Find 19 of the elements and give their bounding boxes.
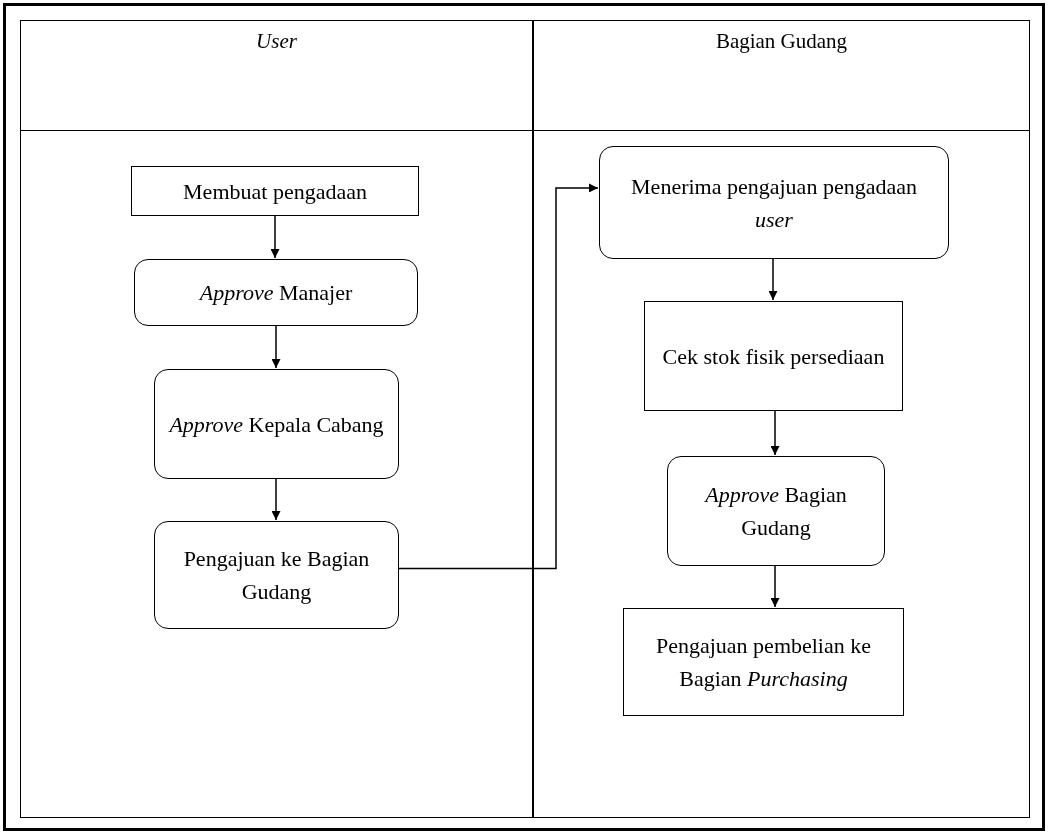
arrow: [270, 214, 280, 259]
process-box: Menerima pengajuan pengadaan user: [599, 146, 949, 259]
lane-title: Bagian Gudang: [715, 29, 848, 54]
process-rectangle: Pengajuan pembelian ke Bagian Purchasing: [623, 608, 904, 716]
arrow: [397, 183, 599, 570]
process-box: Approve Manajer: [134, 259, 418, 326]
process-box: Approve Kepala Cabang: [154, 369, 399, 479]
arrow: [271, 477, 281, 521]
lane-title: User: [256, 29, 297, 54]
process-rectangle: Cek stok fisik persediaan: [644, 301, 903, 411]
arrow: [770, 564, 780, 608]
arrow: [770, 409, 780, 456]
arrow: [271, 324, 281, 369]
arrow: [768, 257, 778, 301]
process-box: Pengajuan ke Bagian Gudang: [154, 521, 399, 629]
process-rectangle: Membuat pengadaan: [131, 166, 419, 216]
swimlane: [20, 20, 533, 818]
process-box: Approve Bagian Gudang: [667, 456, 885, 566]
swimlane: [533, 20, 1030, 818]
